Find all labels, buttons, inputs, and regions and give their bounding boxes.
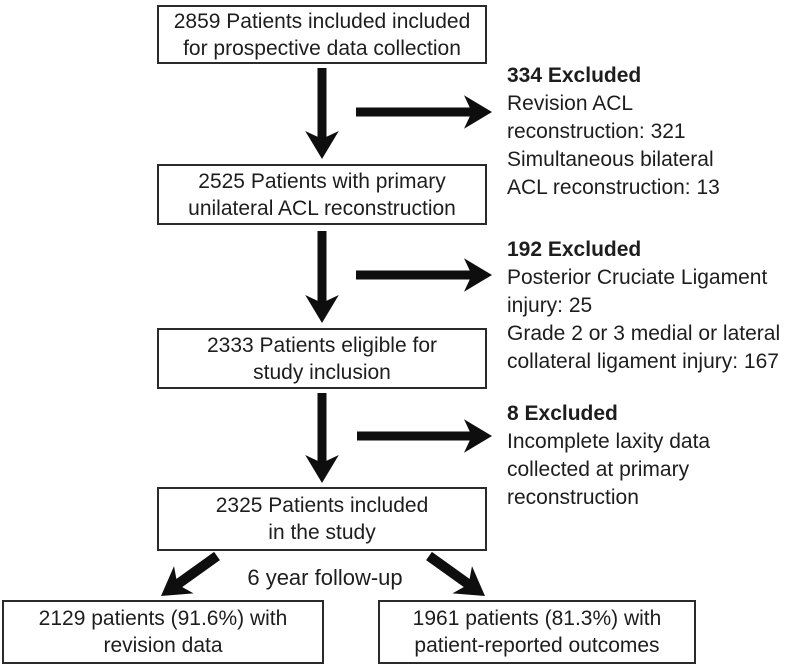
flow-box-revision-line-1: 2129 patients (91.6%) with [38,607,288,630]
exclusion-2-line-2: injury: 25 [507,294,593,317]
flow-box-revision-data: 2129 patients (91.6%) with revision data [2,600,324,664]
flow-box-eligible: 2333 Patients eligible for study inclusi… [157,328,487,389]
exclusion-note-3: 8 Excluded Incomplete laxity data collec… [507,400,710,512]
flow-box-primary-line-2: unilateral ACL reconstruction [188,196,456,220]
flow-box-eligible-line-2: study inclusion [253,360,391,384]
exclusion-1-header: 334 Excluded [507,64,642,87]
arrow-diagonal-right [426,551,485,597]
flow-box-eligible-line-1: 2333 Patients eligible for [207,333,437,357]
exclusion-note-2: 192 Excluded Posterior Cruciate Ligament… [507,236,780,376]
exclusion-2-line-3: Grade 2 or 3 medial or lateral [507,322,781,345]
flow-box-included-line-2: in the study [268,521,376,544]
exclusion-1-line-4: ACL reconstruction: 13 [507,176,720,199]
flow-box-outcomes-line-2: patient-reported outcomes [414,634,660,657]
flow-box-included-line-1: 2325 Patients included [215,494,429,517]
exclusion-2-header: 192 Excluded [507,238,642,261]
exclusion-3-line-1: Incomplete laxity data [507,430,711,453]
exclusion-2-line-4: collateral ligament injury: 167 [507,350,779,373]
exclusion-3-line-3: reconstruction [507,486,639,509]
exclusion-1-line-1: Revision ACL [507,92,634,115]
follow-up-label: 6 year follow-up [247,565,403,590]
flow-box-enrolled: 2859 Patients included included for pros… [157,5,487,64]
flow-box-revision-line-2: revision data [103,634,223,657]
flow-box-enrolled-line-2: for prospective data collection [183,36,461,60]
flow-box-included: 2325 Patients included in the study [157,487,487,551]
flow-box-enrolled-line-1: 2859 Patients included included [173,9,471,33]
flow-box-patient-reported-outcomes: 1961 patients (81.3%) with patient-repor… [378,600,696,664]
exclusion-note-1: 334 Excluded Revision ACL reconstruction… [507,62,720,202]
flow-box-outcomes-line-1: 1961 patients (81.3%) with [412,607,662,630]
exclusion-1-line-2: reconstruction: 321 [507,120,686,143]
flow-box-primary: 2525 Patients with primary unilateral AC… [157,164,487,225]
flow-box-primary-line-1: 2525 Patients with primary [198,169,446,193]
exclusion-1-line-3: Simultaneous bilateral [507,148,714,171]
arrow-diagonal-left [161,551,220,597]
exclusion-3-header: 8 Excluded [507,402,618,425]
exclusion-3-line-2: collected at primary [507,458,690,481]
exclusion-2-line-1: Posterior Cruciate Ligament [507,266,768,289]
